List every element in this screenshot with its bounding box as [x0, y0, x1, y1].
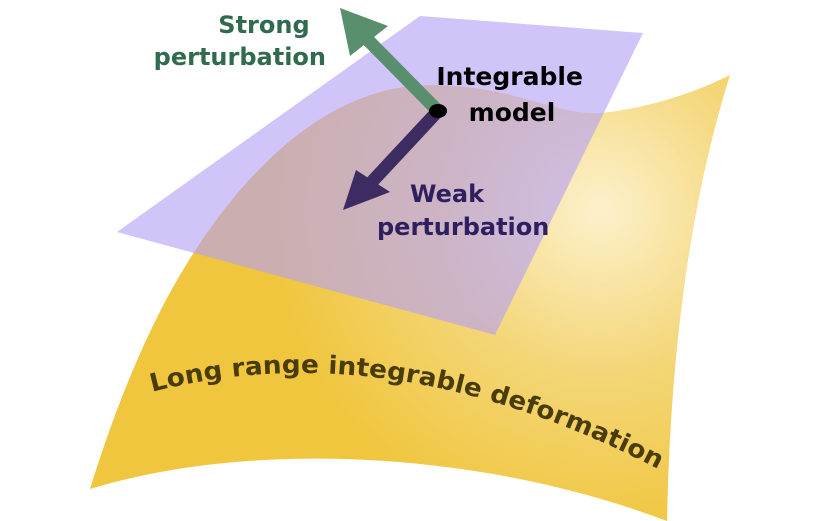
- strong-label-line2: perturbation: [154, 43, 326, 71]
- model-label-line1: Integrable: [436, 62, 583, 91]
- integrable-model-label: Integrable model: [436, 62, 591, 127]
- weak-perturbation-arrow: [343, 107, 442, 210]
- weak-perturbation-label: Weak perturbation: [377, 180, 549, 241]
- model-label-line2: model: [469, 98, 556, 127]
- weak-label-line2: perturbation: [377, 213, 549, 241]
- integrable-model-point: [429, 104, 447, 118]
- weak-label-line1: Weak: [410, 180, 485, 208]
- strong-perturbation-label: Strong perturbation: [154, 11, 326, 71]
- strong-perturbation-arrow: [340, 8, 442, 115]
- strong-label-line1: Strong: [218, 11, 309, 39]
